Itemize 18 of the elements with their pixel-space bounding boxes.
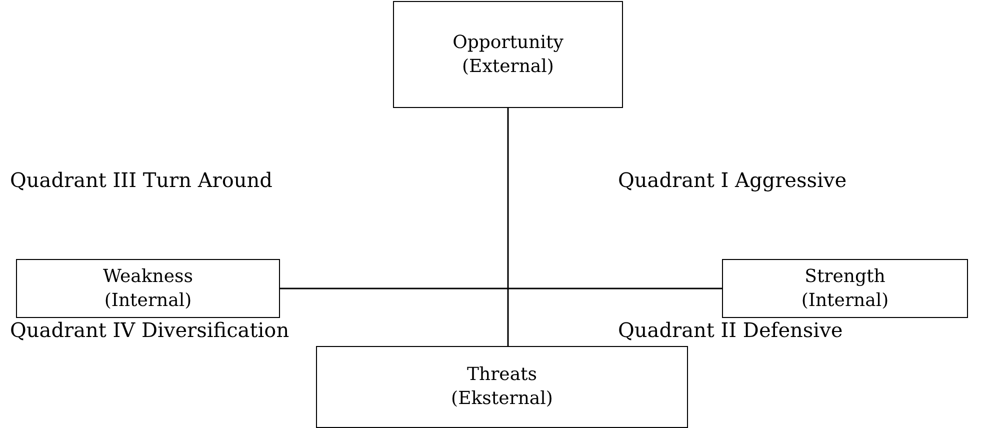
connector-line: [280, 288, 722, 290]
process-box: [316, 346, 688, 428]
box-text: (Internal): [801, 288, 889, 312]
quadrant-label: Quadrant III Turn Around: [10, 168, 272, 192]
quadrant-label: Quadrant IV Diversification: [10, 318, 290, 342]
box-text: (Eksternal): [451, 387, 553, 411]
box-text: Strength: [804, 264, 886, 288]
quadrant-label: Quadrant I Aggressive: [618, 168, 847, 192]
box-text: Opportunity: [452, 30, 564, 54]
box-text: Threats: [466, 363, 538, 387]
connector-line: [507, 108, 509, 346]
process-box: [722, 259, 968, 318]
process-box: [393, 1, 623, 108]
process-box: [16, 259, 280, 318]
box-text: (Internal): [104, 288, 192, 312]
quadrant-label: Quadrant II Defensive: [618, 318, 843, 342]
box-text: (External): [462, 54, 554, 78]
box-text: Weakness: [102, 264, 194, 288]
